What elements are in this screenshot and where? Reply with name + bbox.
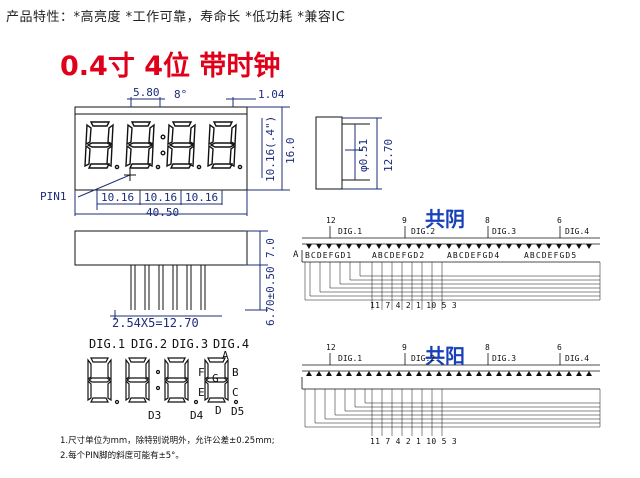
dim-pin-dia: φ0.51 bbox=[357, 138, 370, 172]
digit-label-3: DIG.3 bbox=[172, 337, 209, 351]
cc-dig4: DIG.4 bbox=[565, 227, 590, 236]
ca-pin-top-1: 12 bbox=[326, 343, 336, 352]
dim-height: 16.0 bbox=[284, 137, 297, 165]
dim-width: 40.50 bbox=[146, 206, 180, 219]
segment-reference-digits bbox=[87, 357, 239, 405]
digit-label-1: DIG.1 bbox=[89, 337, 126, 351]
segment-label-e: E bbox=[198, 386, 205, 399]
ca-dig1: DIG.1 bbox=[338, 354, 363, 363]
front-view-body bbox=[74, 106, 248, 191]
cc-dig2: DIG.2 bbox=[411, 227, 436, 236]
ca-dig2: DIG.2 bbox=[411, 354, 436, 363]
dim-char-height: 10.16(.4") bbox=[264, 115, 277, 182]
cc-dig3: DIG.3 bbox=[492, 227, 517, 236]
ca-dig3: DIG.3 bbox=[492, 354, 517, 363]
schematic-ca-title: 共阳 bbox=[425, 344, 465, 368]
dim-pin-len: 6.70±0.50 bbox=[264, 266, 277, 326]
side-view bbox=[315, 116, 382, 190]
dim-pitch-3: 10.16 bbox=[185, 191, 219, 204]
cc-dig1: DIG.1 bbox=[338, 227, 363, 236]
digit-label-2: DIG.2 bbox=[131, 337, 168, 351]
pin1-label: PIN1 bbox=[40, 190, 67, 203]
diode-row-cc bbox=[306, 244, 592, 249]
cc-pins-bottom: 11 7 4 2 1 10 5 3 bbox=[370, 301, 457, 310]
digit-label-4: DIG.4 bbox=[213, 337, 250, 351]
dim-pitch-1: 10.16 bbox=[101, 191, 135, 204]
features-tagline: 产品特性：*高亮度 *工作可靠，寿命长 *低功耗 *兼容IC bbox=[6, 10, 346, 25]
front-view-digits bbox=[84, 121, 243, 170]
cc-seg-row-4: ABCDEFGD5 bbox=[524, 251, 578, 260]
cc-seg-row-1: BCDEFGD1 bbox=[305, 251, 353, 260]
segment-label-a: A bbox=[222, 349, 229, 362]
ca-pin-top-4: 6 bbox=[557, 343, 562, 352]
cc-left-a: A bbox=[293, 250, 299, 260]
cc-pin-top-3: 8 bbox=[485, 216, 490, 225]
product-title: 0.4寸 4位 带时钟 bbox=[60, 51, 281, 82]
cc-seg-row-3: ABCDEFGD4 bbox=[447, 251, 501, 260]
segment-label-f: F bbox=[198, 366, 205, 379]
dim-pitch-2: 10.16 bbox=[144, 191, 178, 204]
schematic-common-cathode bbox=[301, 226, 601, 310]
ca-pins-bottom: 11 7 4 2 1 10 5 3 bbox=[370, 437, 457, 446]
dim-top-c: 1.04 bbox=[258, 88, 285, 101]
ca-pin-top-2: 9 bbox=[402, 343, 407, 352]
segment-label-g: G bbox=[212, 372, 219, 385]
dim-top-b: 8° bbox=[174, 88, 188, 101]
schematic-common-anode bbox=[301, 353, 601, 436]
note-1: 1.尺寸单位为mm，除特别说明外，允许公差±0.25mm; bbox=[60, 436, 275, 446]
cc-seg-row-2: ABCDEFGD2 bbox=[372, 251, 426, 260]
ca-pin-top-3: 8 bbox=[485, 343, 490, 352]
label-d5: D5 bbox=[231, 405, 245, 418]
segment-label-b: B bbox=[232, 366, 239, 379]
dim-top-a: 5.80 bbox=[133, 86, 160, 99]
dim-depth: 12.70 bbox=[382, 138, 395, 172]
cc-pin-top-1: 12 bbox=[326, 216, 336, 225]
cc-pin-top-4: 6 bbox=[557, 216, 562, 225]
dim-pin-pitch: 2.54X5=12.70 bbox=[112, 316, 199, 330]
schematic-cc-title: 共阴 bbox=[425, 207, 465, 231]
segment-label-d: D bbox=[215, 404, 222, 417]
note-2: 2.每个PIN脚的斜度可能有±5°。 bbox=[60, 451, 184, 461]
label-d4: D4 bbox=[190, 409, 204, 422]
label-d3: D3 bbox=[148, 409, 162, 422]
dim-body: 7.0 bbox=[264, 238, 277, 258]
diode-row-ca bbox=[306, 371, 592, 376]
ca-dig4: DIG.4 bbox=[565, 354, 590, 363]
cc-pin-top-2: 9 bbox=[402, 216, 407, 225]
segment-label-c: C bbox=[232, 386, 239, 399]
bottom-view bbox=[74, 230, 268, 320]
